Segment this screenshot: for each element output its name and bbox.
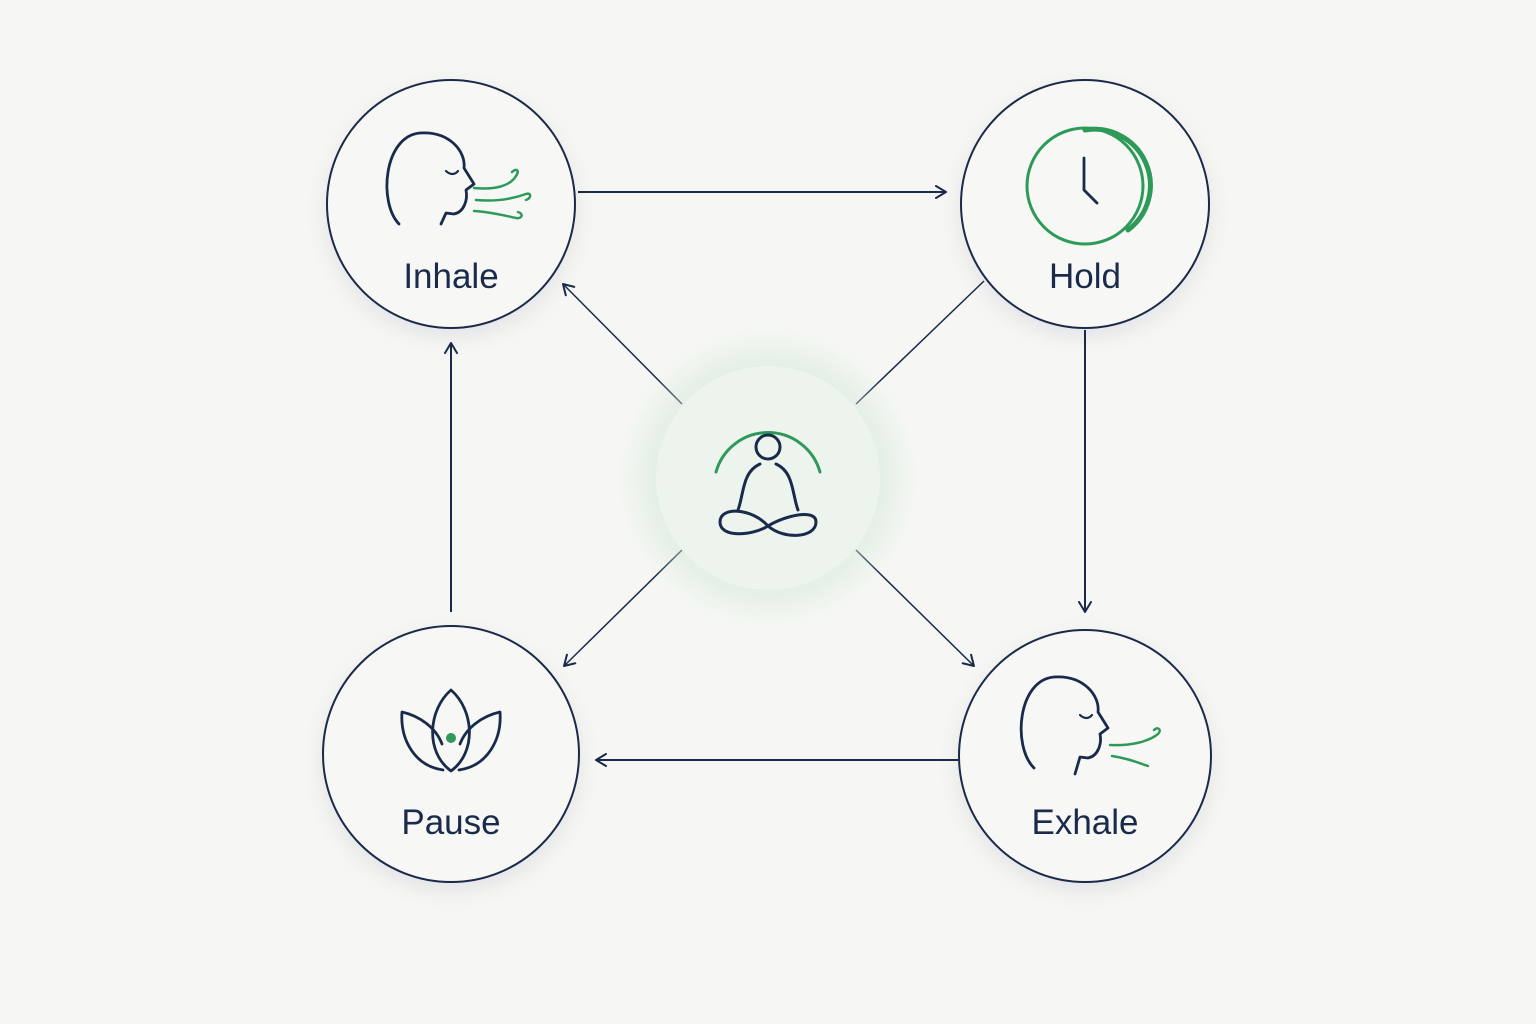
center-node — [618, 328, 918, 628]
head-breath-in-icon — [385, 131, 532, 226]
node-hold-circle — [960, 79, 1210, 329]
node-inhale-circle — [326, 79, 576, 329]
node-exhale-label: Exhale — [1031, 803, 1138, 842]
node-exhale: Exhale — [958, 629, 1212, 883]
center-circle — [656, 366, 880, 590]
head-breath-out-icon — [1019, 675, 1161, 776]
node-pause-label: Pause — [401, 803, 500, 842]
node-pause: Pause — [322, 625, 580, 883]
node-hold-label: Hold — [1049, 257, 1121, 296]
node-exhale-circle — [958, 629, 1212, 883]
lotus-icon — [400, 688, 502, 773]
node-inhale: Inhale — [326, 79, 576, 329]
node-hold: Hold — [960, 79, 1210, 329]
clock-icon — [1025, 126, 1153, 246]
meditation-figure-icon — [714, 431, 822, 537]
node-pause-circle — [322, 625, 580, 883]
node-inhale-label: Inhale — [403, 257, 498, 296]
